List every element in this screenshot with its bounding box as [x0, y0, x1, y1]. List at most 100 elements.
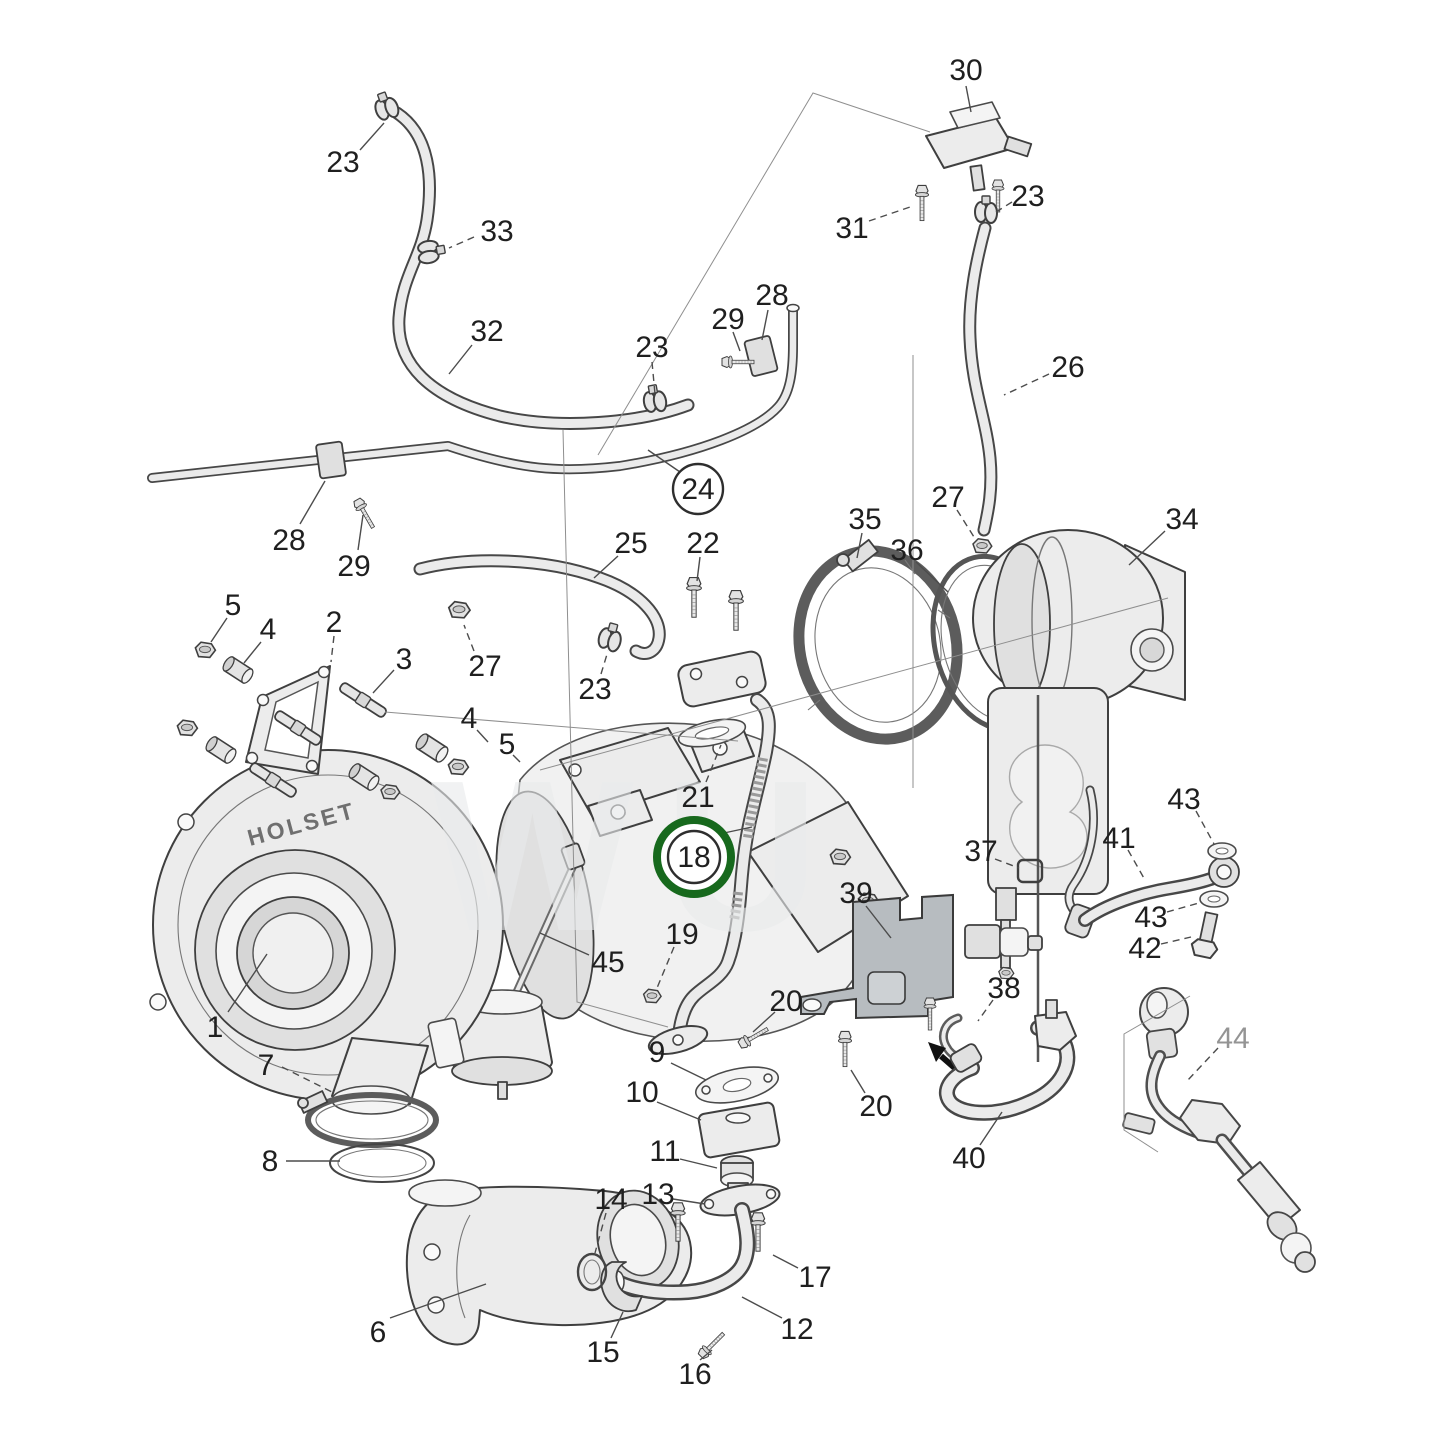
leader-line: [448, 236, 475, 249]
part-number-label: 39: [839, 877, 872, 910]
banjo-bolt-42-icon: [1190, 911, 1219, 960]
leader-line: [610, 1311, 624, 1339]
part-callout-20: 20: [850, 1069, 893, 1123]
part-callout-45: 45: [539, 932, 625, 979]
part-number-label: 9: [649, 1036, 666, 1069]
turbocharger-1-drawing: HOLSET: [149, 722, 909, 1183]
spacer-block-10-icon: [697, 1101, 781, 1159]
part-number-label: 2: [326, 606, 343, 639]
part-callout-17: 17: [772, 1254, 832, 1294]
leader-line: [741, 1296, 783, 1319]
hose-25-drawing: [413, 554, 666, 660]
leader-line: [699, 1349, 713, 1361]
leader-line: [299, 480, 326, 525]
leader-line: [600, 650, 609, 675]
part-number-label: 20: [859, 1090, 892, 1123]
part-callout-32: 32: [448, 315, 504, 375]
part-number-label: 36: [890, 534, 923, 567]
bolt-20-icon: [837, 1030, 853, 1068]
part-number-label: 21: [681, 781, 714, 814]
leader-line: [651, 361, 656, 395]
leader-line: [956, 509, 975, 538]
leader-line: [463, 624, 475, 652]
nut-5-icon: [176, 719, 199, 737]
part-callout-12: 12: [741, 1296, 814, 1346]
part-callout-26: 26: [1003, 351, 1085, 396]
part-number-label: 32: [470, 315, 503, 348]
leader-line: [656, 946, 675, 989]
part-number-label: 6: [370, 1316, 387, 1349]
part-callout-37: 37: [964, 835, 1020, 869]
watermark-text: WU: [431, 735, 849, 976]
part-number-label: 8: [262, 1145, 279, 1178]
leader-line: [915, 561, 949, 593]
part-callout-44-muted: 44: [1186, 1022, 1250, 1082]
hose-40-drawing: [938, 999, 1077, 1121]
leader-line: [977, 999, 994, 1022]
leader-line: [696, 556, 701, 582]
part-callout-35: 35: [848, 503, 882, 559]
part-callout-9: 9: [649, 1036, 707, 1081]
part-number-label: 18: [677, 841, 710, 874]
fitting-nut-27-icon: [972, 538, 993, 554]
part-callout-10: 10: [625, 1076, 702, 1121]
part-callout-14: 14: [594, 1183, 628, 1254]
part-callout-22: 22: [686, 527, 720, 582]
clip-37-icon: [1016, 858, 1044, 884]
o-ring-14-icon: [576, 1252, 608, 1292]
valve-assembly-34-drawing: [972, 529, 1186, 1062]
pressure-sensor-icon: [964, 924, 1001, 959]
part-number-label: 20: [769, 985, 802, 1018]
part-callout-15: 15: [586, 1311, 624, 1369]
part-callout-28: 28: [755, 279, 789, 341]
part-number-label: 5: [225, 589, 242, 622]
zone-lines: [384, 92, 1191, 1153]
leader-line: [679, 1158, 718, 1169]
part-number-label: 27: [931, 481, 964, 514]
leader-line: [723, 826, 753, 834]
air-pipe-24-drawing: [147, 303, 800, 532]
part-callout-16: 16: [678, 1349, 713, 1391]
part-number-label: 16: [678, 1358, 711, 1391]
part-number-label: 30: [949, 54, 982, 87]
part-number-label: 40: [952, 1142, 985, 1175]
part-number-label: 24: [681, 473, 714, 506]
part-number-label: 5: [499, 728, 516, 761]
nut-5-icon: [194, 641, 217, 659]
pipe-bracket-28-icon: [315, 440, 347, 480]
nut-5-icon: [380, 784, 401, 800]
leader-line: [979, 1111, 1003, 1146]
leader-line: [994, 858, 1020, 869]
part-number-label: 14: [594, 1183, 627, 1216]
part-callout-11: 11: [649, 1135, 718, 1169]
part-number-label: 45: [591, 946, 624, 979]
part-number-label: 23: [635, 331, 668, 364]
part-callout-23: 23: [635, 331, 669, 395]
oil-supply-line-18-drawing: [642, 576, 776, 1055]
leader-line: [772, 1254, 799, 1269]
leader-line: [227, 953, 268, 1013]
part-callout-6: 6: [370, 1283, 487, 1349]
part-callout-24-circled: 24: [647, 449, 725, 516]
part-number-label: 1: [207, 1011, 224, 1044]
leader-line: [1003, 373, 1050, 396]
part-callout-33: 33: [448, 215, 514, 249]
leader-line: [732, 331, 741, 352]
hose-clamp-23-icon: [974, 195, 998, 224]
leader-line: [856, 532, 863, 559]
part-callout-20: 20: [752, 985, 803, 1033]
pipe-bracket-28-icon: [743, 335, 779, 377]
part-callout-28: 28: [272, 480, 326, 557]
part-callout-27: 27: [463, 624, 502, 683]
coolant-pipe-41-drawing: [1064, 842, 1240, 960]
callout-circle-icon: [666, 829, 722, 885]
leader-line: [593, 555, 619, 579]
leader-line: [670, 1062, 707, 1081]
part-number-label: 43: [1167, 783, 1200, 816]
part-callout-34: 34: [1128, 503, 1199, 566]
part-number-label: 23: [578, 673, 611, 706]
hose-clamp-23-icon: [595, 619, 626, 654]
leader-line: [330, 635, 335, 663]
leader-line: [965, 85, 972, 113]
